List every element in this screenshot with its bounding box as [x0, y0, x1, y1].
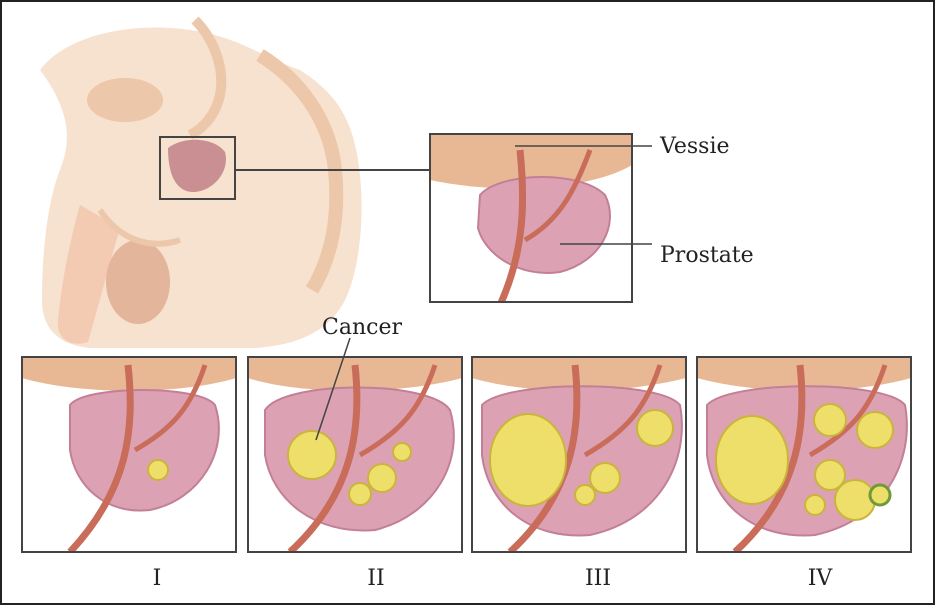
- tumor-mark: [637, 410, 673, 446]
- tumor-mark: [805, 495, 825, 515]
- tumor-mark: [288, 431, 336, 479]
- testicle-shape: [106, 240, 170, 324]
- stage-panel-1: I: [22, 357, 236, 591]
- cancer-label: Cancer: [322, 315, 402, 340]
- tumor-mark: [148, 460, 168, 480]
- tumor-mark: [835, 480, 875, 520]
- stage-panel-2: Cancer II: [248, 315, 462, 591]
- zoom-panel: Vessie Prostate: [430, 134, 754, 305]
- stage-numeral: IV: [808, 566, 834, 591]
- tumor-mark: [490, 414, 566, 506]
- tumor-mark: [368, 464, 396, 492]
- stage-panel-4: IV: [697, 357, 911, 591]
- tumor-mark: [716, 416, 788, 504]
- stage-panel-3: III: [472, 357, 686, 591]
- tumor-mark: [590, 463, 620, 493]
- prostate-label: Prostate: [660, 243, 754, 268]
- stage-numeral: II: [367, 566, 384, 591]
- tumor-mark: [393, 443, 411, 461]
- stage-numeral: I: [153, 566, 162, 591]
- tumor-mark: [575, 485, 595, 505]
- vessie-label: Vessie: [659, 134, 730, 159]
- tumor-mark: [857, 412, 893, 448]
- pubic-bone: [87, 78, 163, 122]
- pelvis-side-view: [40, 20, 430, 348]
- tumor-mark: [349, 483, 371, 505]
- stage-numeral: III: [585, 566, 611, 591]
- tumor-mark: [870, 485, 890, 505]
- tumor-mark: [814, 404, 846, 436]
